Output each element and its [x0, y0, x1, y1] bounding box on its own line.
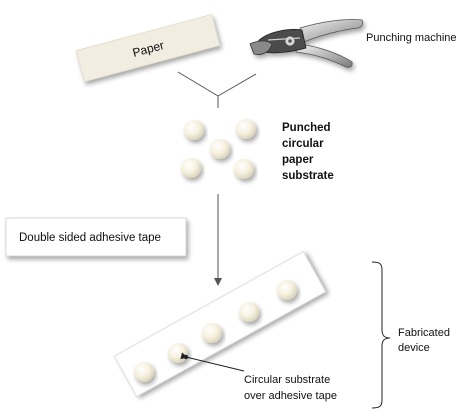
punching-machine-label: Punching machine	[366, 32, 457, 44]
hole-punch-icon	[249, 19, 364, 68]
fabricated-device-label: Fabricated device	[398, 327, 450, 354]
device-disc	[134, 362, 154, 382]
adhesive-tape-label: Double sided adhesive tape	[19, 232, 161, 244]
device-disc	[277, 280, 297, 300]
adhesive-tape-box: Double sided adhesive tape	[5, 217, 187, 257]
disc	[234, 159, 254, 179]
svg-text:circular: circular	[282, 138, 324, 150]
disc	[184, 120, 204, 140]
device-disc	[239, 302, 259, 322]
svg-text:Punched: Punched	[282, 122, 331, 134]
disc	[236, 119, 256, 139]
pointer-dot	[183, 354, 189, 360]
svg-text:device: device	[398, 342, 430, 354]
fabricated-device-strip	[113, 250, 327, 398]
punched-substrate-label: Punched circular paper substrate	[282, 122, 334, 182]
svg-text:over adhesive tape: over adhesive tape	[244, 390, 337, 402]
device-disc	[168, 343, 188, 363]
svg-text:substrate: substrate	[282, 170, 334, 182]
svg-text:Circular substrate: Circular substrate	[244, 374, 330, 386]
device-disc	[202, 323, 222, 343]
punched-discs	[181, 119, 256, 179]
svg-text:Fabricated: Fabricated	[398, 327, 450, 339]
disc	[210, 139, 230, 159]
paper-strip: Paper	[75, 13, 221, 83]
substrate-pointer	[180, 352, 245, 372]
disc	[181, 158, 201, 178]
merge-connector	[177, 71, 257, 108]
fabricated-bracket	[371, 261, 391, 409]
circular-substrate-label: Circular substrate over adhesive tape	[244, 374, 337, 402]
svg-text:paper: paper	[282, 154, 314, 166]
